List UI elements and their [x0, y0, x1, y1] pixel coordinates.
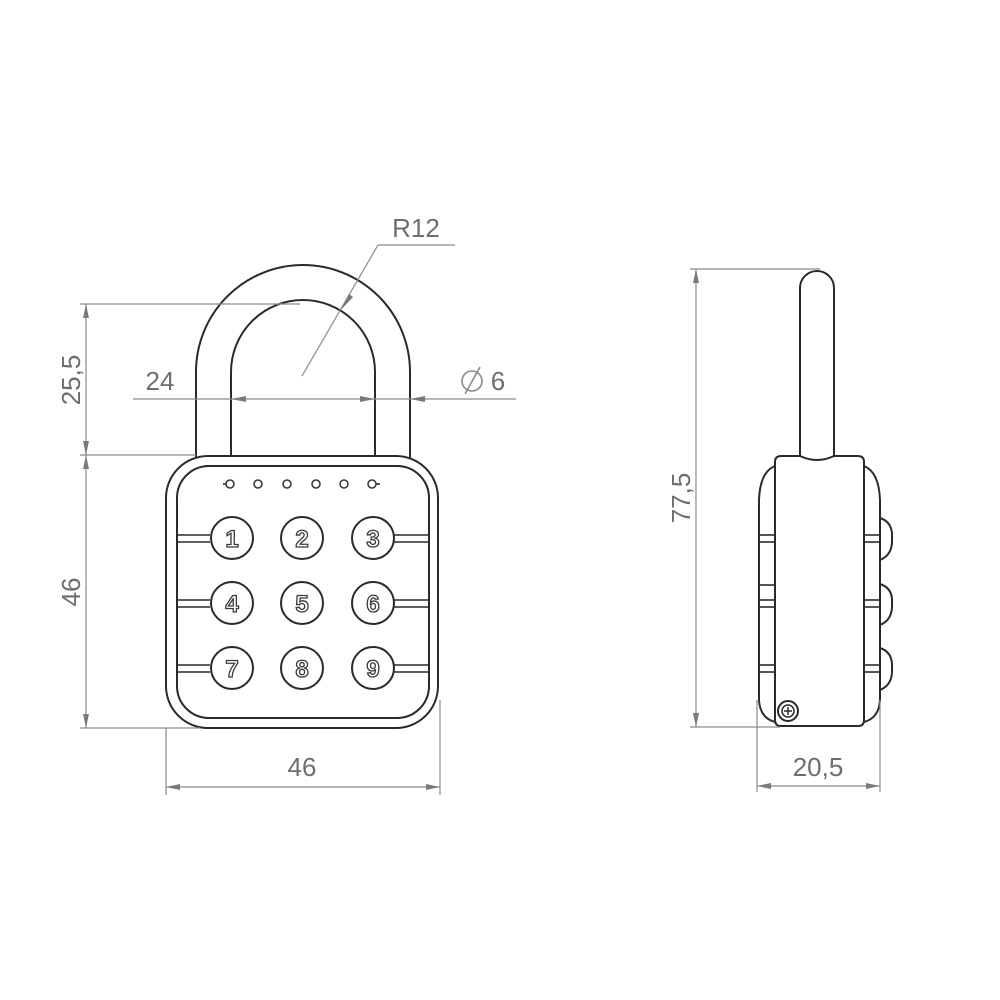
key-3[interactable]: 3: [351, 516, 395, 560]
shackle: [195, 264, 411, 458]
lock-body-inner: [176, 465, 430, 719]
key-label: 1: [225, 526, 238, 553]
dim-body-width: 46: [288, 752, 317, 782]
keypad-grooves: [177, 534, 429, 673]
key-label: 6: [366, 591, 379, 618]
key-label: 7: [225, 656, 238, 683]
key-5[interactable]: 5: [280, 581, 324, 625]
lock-body-outer: [165, 455, 439, 729]
side-buttons: [864, 517, 894, 691]
key-label: 9: [366, 656, 379, 683]
dim-shackle-diameter: 6: [491, 366, 505, 396]
led-indicators: [223, 479, 380, 489]
key-9[interactable]: 9: [351, 646, 395, 690]
side-left-grooves: [759, 534, 775, 673]
key-6[interactable]: 6: [351, 581, 395, 625]
side-shackle: [799, 270, 835, 457]
side-body: [774, 455, 865, 727]
key-4[interactable]: 4: [210, 581, 254, 625]
side-view: 77,5 20,5: [666, 268, 894, 792]
dim-body-depth: 20,5: [793, 752, 844, 782]
key-label: 3: [366, 526, 379, 553]
key-8[interactable]: 8: [280, 646, 324, 690]
diameter-symbol-icon: [461, 366, 483, 395]
front-dimensions: 25,5 46 46 24 6 R12: [56, 213, 516, 795]
key-label: 4: [225, 591, 239, 618]
key-label: 5: [295, 591, 308, 618]
key-2[interactable]: 2: [280, 516, 324, 560]
side-dimensions: 77,5 20,5: [666, 268, 881, 792]
key-label: 2: [295, 526, 308, 553]
dim-body-height: 46: [56, 578, 86, 607]
side-right-shell: [863, 465, 881, 723]
dim-total-height: 77,5: [666, 473, 696, 524]
dim-shackle-inner-width: 24: [146, 366, 175, 396]
key-7[interactable]: 7: [210, 646, 254, 690]
dim-shackle-radius: R12: [392, 213, 440, 243]
keypad: 1 2 3 4 5 6 7: [210, 516, 395, 690]
key-label: 8: [295, 656, 308, 683]
side-left-shell: [758, 465, 776, 723]
front-view: 1 2 3 4 5 6 7: [56, 213, 516, 795]
dim-shackle-height: 25,5: [56, 355, 86, 406]
screw-icon: [777, 700, 799, 722]
key-1[interactable]: 1: [210, 516, 254, 560]
